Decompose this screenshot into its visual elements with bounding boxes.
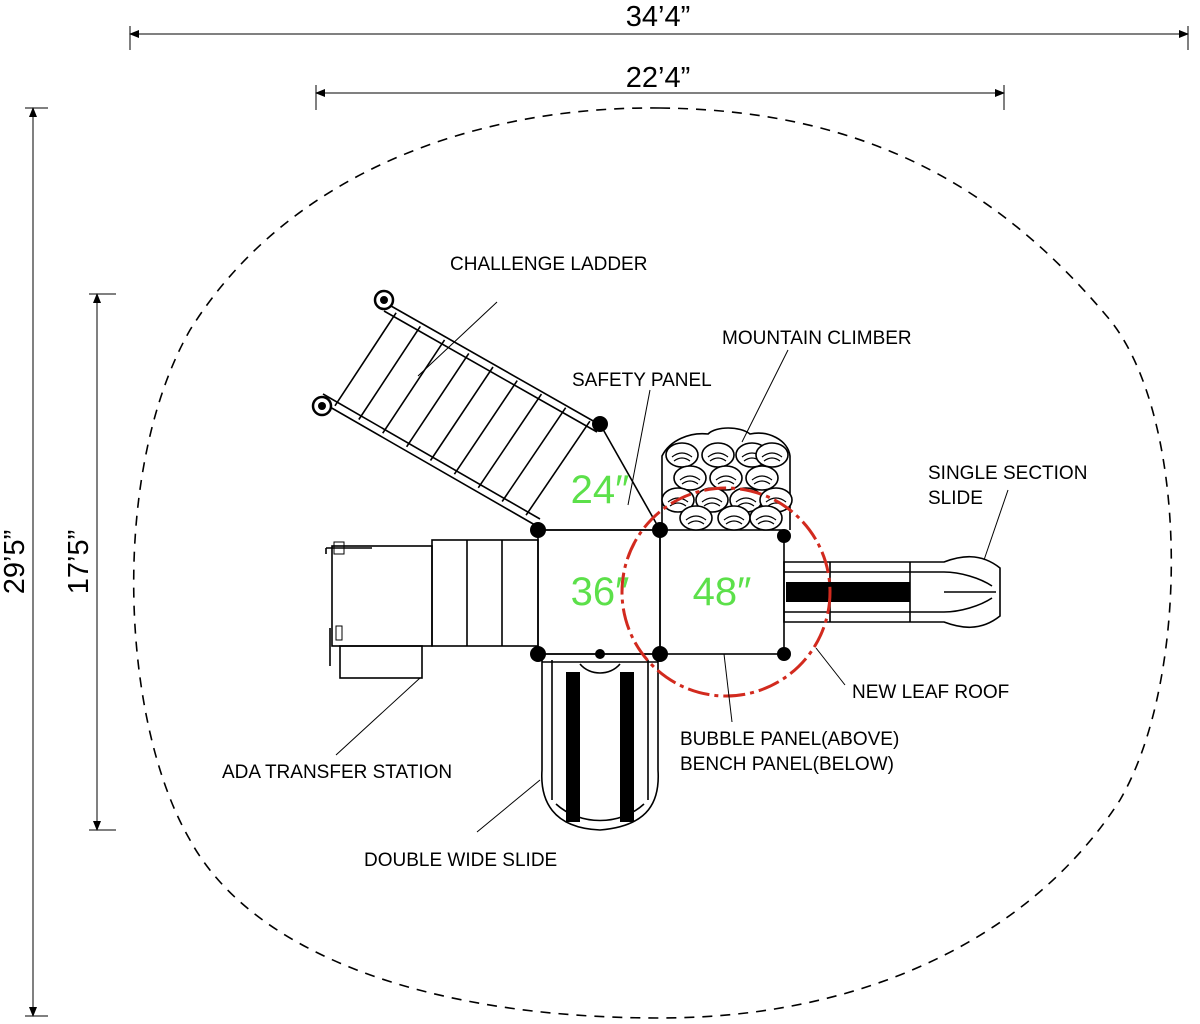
climber-rock-texture xyxy=(755,515,777,525)
climber-rock-texture xyxy=(723,515,745,525)
mountain-climber-label: MOUNTAIN CLIMBER xyxy=(722,328,912,349)
ada-transfer-station xyxy=(325,539,539,679)
deck-height-24: 24″ xyxy=(571,468,630,512)
climber-rock-texture xyxy=(735,497,757,507)
double-wide-slide-label: DOUBLE WIDE SLIDE xyxy=(364,850,557,871)
ladder-rung xyxy=(358,325,422,420)
climber-rock-hold xyxy=(717,505,751,531)
climber-rock-texture xyxy=(701,497,723,507)
deck-height-48: 48″ xyxy=(693,570,752,614)
dimension-overall-depth: 29’5” xyxy=(0,107,48,1017)
climber-rock-texture xyxy=(667,497,689,507)
structure-width-label: 22’4” xyxy=(626,62,691,94)
climber-rock-hold xyxy=(745,465,779,491)
challenge-ladder xyxy=(311,289,608,538)
single-section-slide xyxy=(783,555,1001,629)
ladder-rung xyxy=(501,407,567,502)
dimension-structure-width: 22’4” xyxy=(315,62,1005,110)
climber-rock-hold xyxy=(665,442,699,468)
mountain-climber xyxy=(661,427,793,531)
ladder-rung xyxy=(453,380,518,475)
climber-rock-hold xyxy=(755,442,789,468)
double-wide-slide xyxy=(541,653,660,831)
climber-rock-hold xyxy=(749,505,783,531)
climber-rock-texture xyxy=(671,452,693,462)
use-zone-boundary xyxy=(132,107,1173,1019)
deck-height-36: 36″ xyxy=(571,570,630,614)
ladder-rung xyxy=(477,393,543,489)
climber-rock-texture xyxy=(707,452,729,462)
climber-rock-texture xyxy=(679,475,701,485)
leader-lines xyxy=(335,301,1009,833)
climber-rock-hold xyxy=(709,465,743,491)
climber-rock-texture xyxy=(715,475,737,485)
ladder-rung xyxy=(405,353,470,448)
dimension-structure-depth: 17’5” xyxy=(63,293,116,831)
climber-rock-hold xyxy=(701,442,735,468)
climber-rock-hold xyxy=(673,465,707,491)
dimension-overall-width: 34’4” xyxy=(129,1,1189,50)
climber-rock-texture xyxy=(761,452,783,462)
ada-transfer-station-label: ADA TRANSFER STATION xyxy=(222,762,452,783)
climber-rock-hold xyxy=(679,505,713,531)
ladder-rung xyxy=(382,339,446,434)
structure-posts xyxy=(530,522,791,662)
climber-rock-texture xyxy=(685,515,707,525)
ladder-rung xyxy=(334,312,397,407)
challenge-ladder-label: CHALLENGE LADDER xyxy=(450,254,647,275)
single-section-slide-label-1: SINGLE SECTION xyxy=(928,463,1087,484)
ladder-rung xyxy=(429,366,494,461)
safety-panel-label: SAFETY PANEL xyxy=(572,370,712,391)
ladder-rung xyxy=(525,420,591,516)
new-leaf-roof-outline xyxy=(620,486,832,698)
new-leaf-roof-label: NEW LEAF ROOF xyxy=(852,682,1009,703)
overall-width-label: 34’4” xyxy=(626,1,691,33)
single-section-slide-label-2: SLIDE xyxy=(928,488,983,509)
structure-depth-label: 17’5” xyxy=(63,530,95,595)
bubble-panel-label: BUBBLE PANEL(ABOVE) xyxy=(680,729,899,750)
bench-panel-label: BENCH PANEL(BELOW) xyxy=(680,754,894,775)
overall-depth-label: 29’5” xyxy=(0,530,31,595)
climber-rock-texture xyxy=(751,475,773,485)
